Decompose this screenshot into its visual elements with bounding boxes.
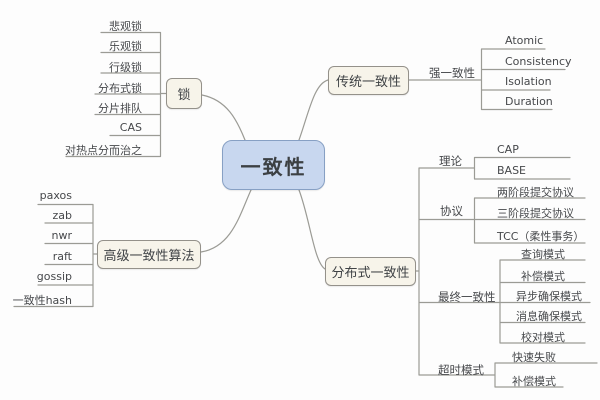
leaf-shard-queue[interactable]: 分片排队 xyxy=(98,102,142,115)
leaf-tcc[interactable]: TCC（柔性事务） xyxy=(497,230,585,243)
advanced-branch-lines xyxy=(13,203,98,308)
leaf-reconciliation-mode[interactable]: 校对模式 xyxy=(521,330,565,344)
leaf-paxos[interactable]: paxos xyxy=(39,189,72,202)
lock-root-curve xyxy=(201,94,246,141)
leaf-consistent-hash[interactable]: 一致性hash xyxy=(12,294,72,307)
theory-node[interactable]: 理论 xyxy=(439,154,462,168)
leaf-duration[interactable]: Duration xyxy=(505,94,553,108)
strong-consistency-node[interactable]: 强一致性 xyxy=(429,66,475,80)
distributed-root-curve xyxy=(298,189,326,270)
distributed-branch-lines xyxy=(415,156,598,388)
timeout-mode-node[interactable]: 超时模式 xyxy=(438,363,484,377)
leaf-cap[interactable]: CAP xyxy=(497,142,519,156)
leaf-2pc[interactable]: 两阶段提交协议 xyxy=(497,185,574,199)
leaf-compensation-mode-2[interactable]: 补偿模式 xyxy=(512,374,556,388)
leaf-isolation[interactable]: Isolation xyxy=(505,75,552,88)
leaf-pessimistic-lock[interactable]: 悲观锁 xyxy=(109,20,142,33)
traditional-branch-lines xyxy=(408,48,566,111)
leaf-async-ensure-mode[interactable]: 异步确保模式 xyxy=(516,290,582,303)
leaf-row-lock[interactable]: 行级锁 xyxy=(109,60,142,74)
leaf-fail-fast[interactable]: 快速失败 xyxy=(512,350,556,364)
distributed-consistency-node[interactable]: 分布式一致性 xyxy=(325,257,416,286)
protocol-node[interactable]: 协议 xyxy=(440,204,463,218)
leaf-hotspot-divide[interactable]: 对热点分而治之 xyxy=(65,144,142,157)
root-node[interactable]: 一致性 xyxy=(222,140,325,190)
leaf-nwr[interactable]: nwr xyxy=(51,229,73,242)
leaf-3pc[interactable]: 三阶段提交协议 xyxy=(497,207,574,220)
traditional-root-curve xyxy=(298,79,329,141)
advanced-root-curve xyxy=(200,189,252,253)
traditional-consistency-node[interactable]: 传统一致性 xyxy=(328,66,409,95)
leaf-message-ensure-mode[interactable]: 消息确保模式 xyxy=(516,310,582,323)
leaf-base[interactable]: BASE xyxy=(497,164,527,177)
leaf-query-mode[interactable]: 查询模式 xyxy=(521,247,565,261)
leaf-distributed-lock[interactable]: 分布式锁 xyxy=(98,81,142,95)
leaf-optimistic-lock[interactable]: 乐观锁 xyxy=(109,40,142,53)
leaf-raft[interactable]: raft xyxy=(52,250,72,263)
lock-node[interactable]: 锁 xyxy=(166,78,202,109)
leaf-gossip[interactable]: gossip xyxy=(36,270,72,283)
leaf-cas[interactable]: CAS xyxy=(119,121,142,134)
lock-branch-lines xyxy=(65,31,167,158)
eventual-consistency-node[interactable]: 最终一致性 xyxy=(438,290,496,304)
leaf-consistency[interactable]: Consistency xyxy=(505,54,572,68)
leaf-zab[interactable]: zab xyxy=(52,209,73,222)
leaf-compensation-mode[interactable]: 补偿模式 xyxy=(521,270,565,283)
advanced-algorithms-node[interactable]: 高级一致性算法 xyxy=(97,240,201,269)
leaf-atomic[interactable]: Atomic xyxy=(505,34,544,47)
